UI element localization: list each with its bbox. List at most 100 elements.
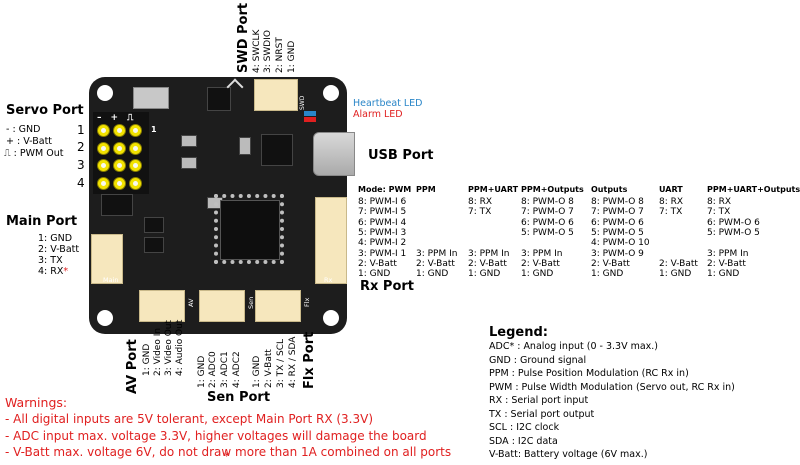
rx-mode-header: UART xyxy=(659,185,683,194)
servo-pin xyxy=(113,176,126,190)
legend-item: SCL : I2C clock xyxy=(489,422,560,433)
legend-item: PPM : Pulse Position Modulation (RC Rx i… xyxy=(489,368,689,379)
servo-pin xyxy=(129,124,142,137)
sen-pin-2: 2: ADC0 xyxy=(208,351,218,388)
usb-port-title: USB Port xyxy=(368,148,434,163)
rx-mode-row: 1: GND xyxy=(416,269,449,280)
av-pin-3: 3: Video Out xyxy=(164,319,174,376)
rx-mode-header: Outputs xyxy=(591,185,628,194)
main-pin-1: 1: GND xyxy=(38,233,73,244)
flx-port-title: Flx Port xyxy=(302,331,317,389)
rx-mode-row: 7: TX xyxy=(707,207,731,218)
rx-mode-row: 1: GND xyxy=(358,269,391,280)
legend-item: PWM : Pulse Width Modulation (Servo out,… xyxy=(489,381,735,393)
flx-connector xyxy=(255,290,301,322)
rx-mode-row: 8: RX xyxy=(659,197,684,207)
rx-mode-row: 6: PWM-O 6 xyxy=(707,217,760,228)
servo-pin xyxy=(113,124,126,137)
heartbeat-led-label: Heartbeat LED xyxy=(353,98,423,109)
rx-mode-row: 8: RX xyxy=(468,197,493,207)
sen-board-label: Sen xyxy=(247,296,255,309)
rx-mode-row: 1: GND xyxy=(707,269,740,280)
servo-pin xyxy=(129,159,142,172)
rx-connector xyxy=(315,197,347,284)
rx-mode-row: 1: GND xyxy=(591,269,624,280)
mcu-pins xyxy=(214,194,284,264)
servo-col1-label: 1 xyxy=(151,125,157,134)
rx-mode-header: Mode: PWM xyxy=(358,185,412,194)
alarm-led-label: Alarm LED xyxy=(353,109,403,120)
usb-connector xyxy=(313,132,355,176)
rx-mode-row: 8: PWM-O 8 xyxy=(521,197,574,207)
heartbeat-led xyxy=(304,111,316,116)
sen-pin-4: 4: ADC2 xyxy=(232,351,242,388)
regulator-chip xyxy=(207,87,231,111)
av-board-label: AV xyxy=(187,298,195,307)
sen-pin-1: 1: GND xyxy=(197,355,207,388)
servo-row-3: 3 xyxy=(77,158,85,172)
rx-mode-row: 7: PWM-O 7 xyxy=(521,207,574,218)
mount-hole-bottom-left xyxy=(97,310,113,326)
av-pin-2: 2: Video In xyxy=(153,327,163,376)
rx-mode-row: 2: V-Batt xyxy=(416,258,455,269)
main-pin-4: 4: RX* xyxy=(38,266,69,277)
warnings-asterisk: * xyxy=(224,450,230,463)
rx-mode-header: PPM+UART xyxy=(468,185,519,194)
rx-mode-row: 2: V-Batt xyxy=(358,258,397,269)
rx-mode-row: 8: PWM-O 8 xyxy=(591,197,644,207)
smd-component xyxy=(239,137,251,155)
servo-port-title: Servo Port xyxy=(6,103,84,118)
rx-mode-row: 2: V-Batt xyxy=(591,258,630,269)
servo-pin-vbatt: + : V-Batt xyxy=(6,136,53,147)
av-pin-1: 1: GND xyxy=(142,343,152,376)
flx-pin-2: 2: V-Batt xyxy=(264,349,274,388)
av-connector xyxy=(139,290,185,322)
rx-mode-row: 1: GND xyxy=(521,269,554,280)
rx-mode-row: 6: PWM-O 6 xyxy=(521,217,574,228)
main-pin-3: 3: TX xyxy=(38,255,63,266)
legend-title: Legend: xyxy=(489,325,548,340)
swd-pin-3: 3: SWDIO xyxy=(263,30,273,73)
rx-mode-row: 7: TX xyxy=(468,207,492,218)
warning-item: - ADC input max. voltage 3.3V, higher vo… xyxy=(5,428,427,443)
legend-item: SDA : I2C data xyxy=(489,435,558,447)
swd-connector xyxy=(254,79,298,111)
main-connector xyxy=(91,234,123,284)
servo-pin xyxy=(129,176,142,190)
warning-item: - All digital inputs are 5V tolerant, ex… xyxy=(5,412,374,426)
flx-pin-4: 4: RX / SDA xyxy=(288,336,298,388)
rx-mode-row: 5: PWM-O 5 xyxy=(591,227,644,238)
rx-mode-row: 5: PWM-I 3 xyxy=(358,227,407,238)
rx-mode-row: 1: GND xyxy=(468,269,501,280)
legend-item: V-Batt: Battery voltage (6V max.) xyxy=(489,449,648,460)
rx-mode-row: 6: PWM-I 4 xyxy=(358,217,407,228)
swd-port-title: SWD Port xyxy=(236,2,251,73)
rx-mode-row: 3: PPM In xyxy=(521,248,563,259)
sen-port-title: Sen Port xyxy=(207,390,271,405)
rx-mode-row: 7: PWM-O 7 xyxy=(591,207,644,218)
rx-mode-row: 3: PPM In xyxy=(416,248,458,259)
sensor-chip xyxy=(101,194,133,216)
sen-pin-3: 3: ADC1 xyxy=(220,351,230,388)
servo-row-4: 4 xyxy=(77,176,85,190)
rx-mode-header: PPM+UART+Outputs xyxy=(707,185,800,194)
warning-item: - V-Batt max. voltage 6V, do not draw mo… xyxy=(5,445,452,459)
servo-pin xyxy=(97,176,110,190)
rx-mode-row: 2: V-Batt xyxy=(521,258,560,269)
rx-port-title: Rx Port xyxy=(360,279,415,294)
warnings-title: Warnings: xyxy=(5,395,68,410)
rx-mode-row: 8: PWM-I 6 xyxy=(358,197,407,207)
servo-row-2: 2 xyxy=(77,140,85,154)
servo-pin-pwm: ⎍ : PWM Out xyxy=(4,148,64,159)
rx-mode-row: 5: PWM-O 5 xyxy=(707,227,760,238)
av-pin-4: 4: Audio Out xyxy=(175,319,185,376)
flx-pin-1: 1: GND xyxy=(252,355,262,388)
flx-pin-3: 3: TX / SCL xyxy=(276,338,286,388)
servo-pin xyxy=(97,141,110,155)
servo-row-1: 1 xyxy=(77,123,85,137)
rx-mode-header: PPM+Outputs xyxy=(521,185,584,194)
rx-mode-row: 3: PPM In xyxy=(468,248,510,259)
swd-pin-1: 1: GND xyxy=(287,40,297,73)
servo-header-symbols: –+⎍ xyxy=(97,113,143,123)
servo-pin xyxy=(129,141,142,155)
